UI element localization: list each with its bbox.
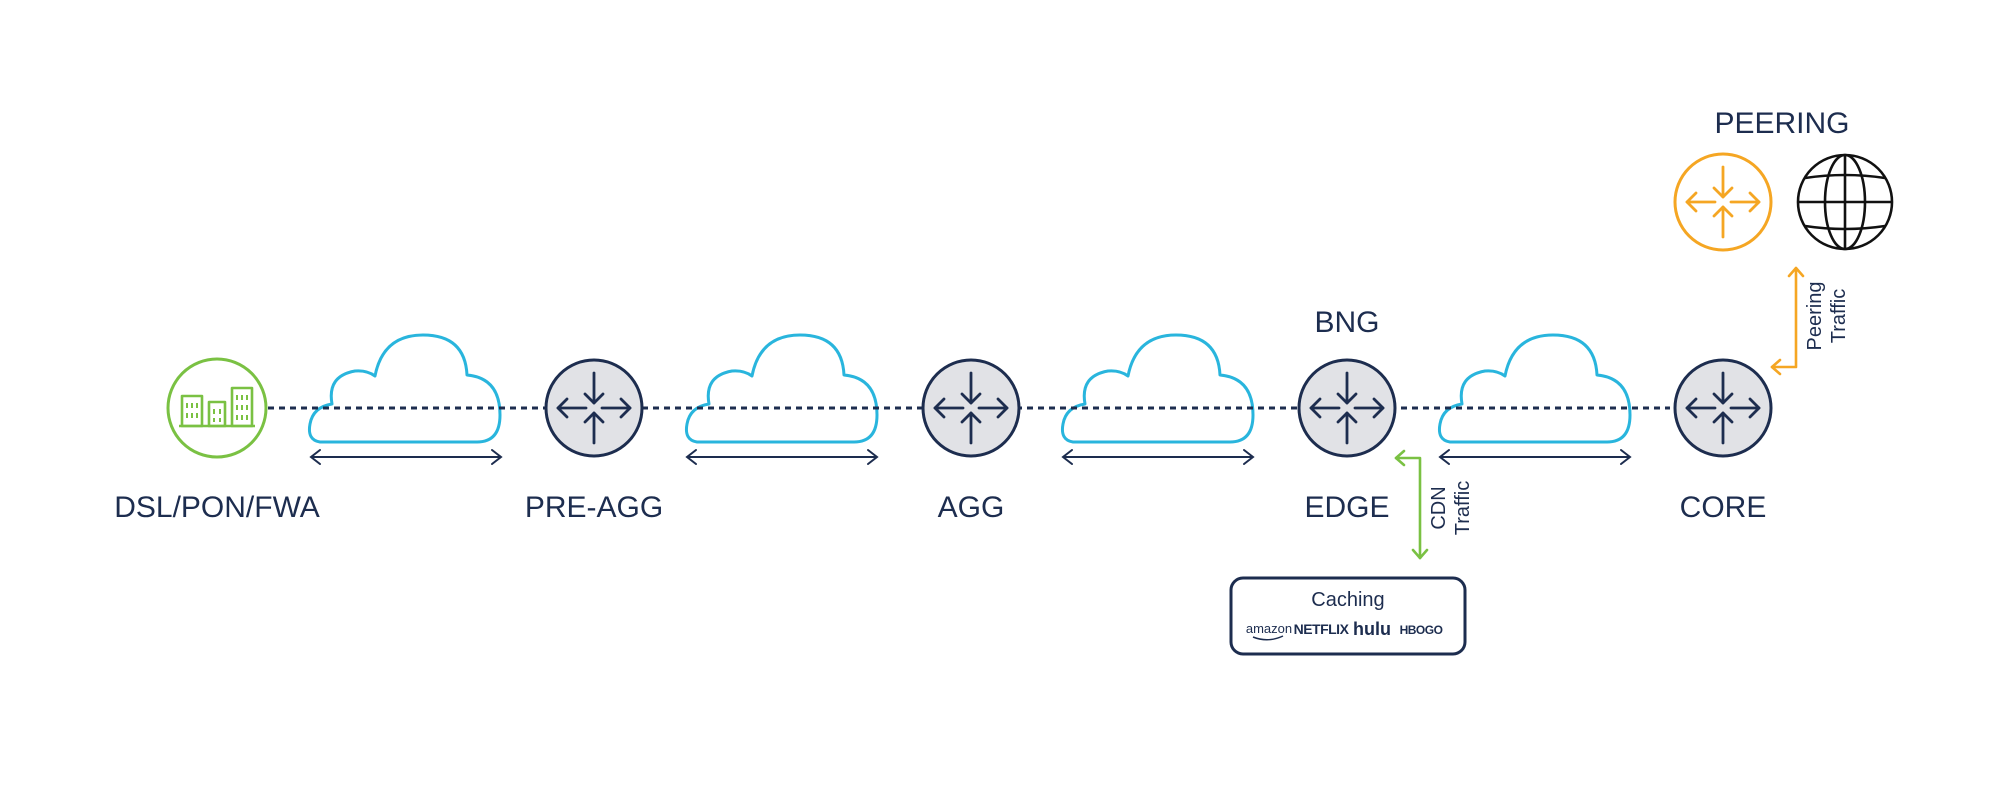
amazon-smile-icon xyxy=(1252,635,1284,641)
span-arrow xyxy=(1438,449,1632,465)
building-icon xyxy=(179,386,255,428)
caching-title: Caching xyxy=(1311,589,1384,611)
peering-traffic-label-line2: Traffic xyxy=(1828,289,1850,343)
brand-hbogo: HBOGO xyxy=(1400,623,1443,637)
agg-label: AGG xyxy=(938,491,1005,524)
peering-label: PEERING xyxy=(1714,107,1849,140)
cloud-icon xyxy=(1437,333,1632,444)
router-edge xyxy=(1297,358,1397,458)
span-arrow xyxy=(685,449,879,465)
cloud-icon xyxy=(307,333,502,444)
cloud-icon xyxy=(684,333,879,444)
edge-label: EDGE xyxy=(1304,491,1389,524)
span-arrow xyxy=(309,449,503,465)
cloud-icon xyxy=(1060,333,1255,444)
brand-netflix: NETFLIX xyxy=(1294,621,1350,637)
bng-label: BNG xyxy=(1314,306,1379,339)
span-arrow xyxy=(1061,449,1255,465)
cdn-traffic-arrow xyxy=(1394,449,1429,560)
core-label: CORE xyxy=(1680,491,1767,524)
brand-amazon: amazon xyxy=(1246,621,1292,636)
peering-traffic-label-line1: Peering xyxy=(1804,282,1826,351)
caching-box: Caching amazon NETFLIX hulu HBOGO xyxy=(1229,576,1467,656)
cdn-traffic-label-line2: Traffic xyxy=(1452,481,1474,535)
access-label: DSL/PON/FWA xyxy=(114,491,320,524)
globe-icon xyxy=(1796,153,1894,251)
peering-traffic-arrow xyxy=(1770,266,1805,376)
brand-hulu: hulu xyxy=(1353,619,1391,639)
router-core xyxy=(1673,358,1773,458)
router-agg xyxy=(921,358,1021,458)
access-node xyxy=(166,357,268,459)
preagg-label: PRE-AGG xyxy=(525,491,663,524)
cdn-traffic-label-line1: CDN xyxy=(1428,486,1450,529)
router-peering xyxy=(1673,152,1773,252)
router-preagg xyxy=(544,358,644,458)
